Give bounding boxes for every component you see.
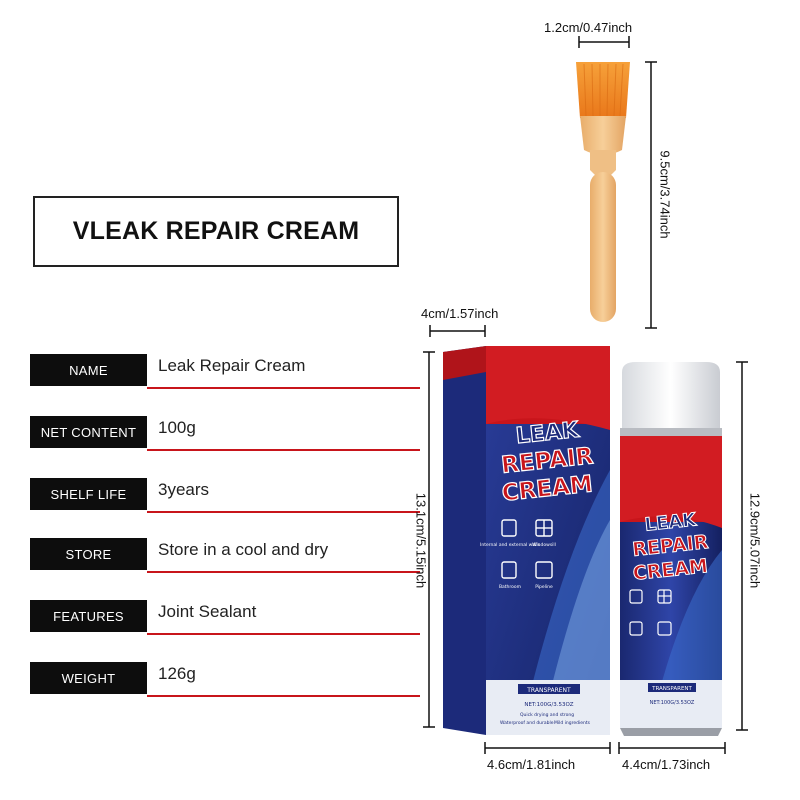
spec-value: Joint Sealant	[158, 602, 257, 621]
divider	[147, 571, 420, 573]
box-feature: Quick drying and strong	[520, 712, 574, 718]
divider	[147, 633, 420, 635]
can-net-label: NET:100G/3.53OZ	[650, 700, 695, 706]
box-icon-label: Bathroom	[499, 584, 521, 590]
spec-value: Leak Repair Cream	[158, 356, 306, 375]
brush-length-label: 9.5cm/3.74inch	[657, 150, 673, 239]
spec-value: Store in a cool and dry	[158, 540, 329, 559]
product-title: VLEAK REPAIR CREAM	[33, 196, 399, 267]
can-height-label: 12.9cm/5.07inch	[747, 492, 763, 589]
spec-row-name: NAME Leak Repair Cream	[30, 354, 420, 390]
spec-row-weight: WEIGHT 126g	[30, 662, 420, 698]
box-icon-label: Pipeline	[535, 584, 553, 590]
spray-can-image	[620, 362, 722, 736]
spec-label: STORE	[30, 538, 147, 570]
brush-image	[576, 62, 630, 322]
box-feature: Waterproof and durable	[500, 720, 554, 726]
box-depth-label: 4cm/1.57inch	[421, 306, 499, 321]
spec-label: SHELF LIFE	[30, 478, 147, 510]
box-net-label: NET:100G/3.53OZ	[524, 702, 573, 708]
box-icon-label: Internal and external walls	[480, 542, 541, 548]
spec-value: 126g	[158, 664, 196, 683]
spec-row-net-content: NET CONTENT 100g	[30, 416, 420, 452]
spec-label: FEATURES	[30, 600, 147, 632]
box-brand-line2: REPAIR	[500, 443, 595, 479]
spec-label: WEIGHT	[30, 662, 147, 694]
divider	[147, 695, 420, 697]
box-variant-label: TRANSPARENT	[526, 687, 571, 694]
box-icon-label: Windowsill	[532, 542, 556, 548]
divider	[147, 511, 420, 513]
spec-row-store: STORE Store in a cool and dry	[30, 538, 420, 574]
box-width-label: 4.6cm/1.81inch	[487, 757, 576, 772]
spec-value: 3years	[158, 480, 210, 499]
divider	[147, 387, 420, 389]
spec-label: NET CONTENT	[30, 416, 147, 448]
package-box-image	[443, 346, 610, 735]
can-variant-label: TRANSPARENT	[651, 686, 692, 692]
spec-row-shelf-life: SHELF LIFE 3years	[30, 478, 420, 514]
divider	[147, 449, 420, 451]
brush-width-label: 1.2cm/0.47inch	[544, 20, 633, 35]
spec-value: 100g	[158, 418, 196, 437]
dimension-lines	[423, 36, 748, 754]
box-height-label: 13.1cm/5.15inch	[413, 492, 429, 589]
spec-row-features: FEATURES Joint Sealant	[30, 600, 420, 636]
can-width-label: 4.4cm/1.73inch	[622, 757, 711, 772]
spec-label: NAME	[30, 354, 147, 386]
box-feature: Mild ingredients	[554, 720, 591, 726]
